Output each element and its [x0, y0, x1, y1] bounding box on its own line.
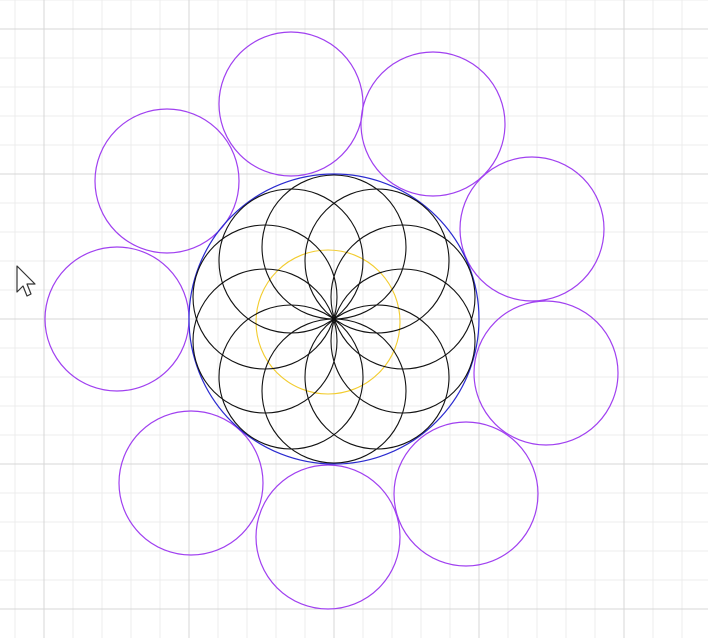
outer-circle[interactable]: [94, 108, 240, 254]
outer-ring: [44, 31, 619, 610]
petal-circle[interactable]: [218, 188, 364, 334]
petal-circle[interactable]: [330, 268, 476, 414]
outer-circle[interactable]: [218, 31, 364, 177]
petal-circle[interactable]: [218, 304, 364, 450]
petal-circle[interactable]: [192, 268, 338, 414]
outer-circle[interactable]: [459, 156, 605, 302]
boundary-circle[interactable]: [188, 173, 480, 465]
arrow-cursor-icon: [16, 265, 36, 297]
rosette: [192, 174, 476, 464]
petal-circle[interactable]: [330, 224, 476, 370]
inner-circle[interactable]: [255, 249, 401, 395]
outer-circle[interactable]: [393, 421, 539, 567]
outer-circle[interactable]: [473, 300, 619, 446]
outer-circle[interactable]: [118, 410, 264, 556]
petal-circle[interactable]: [192, 224, 338, 370]
outer-circle[interactable]: [360, 51, 506, 197]
outer-circle[interactable]: [255, 464, 401, 610]
